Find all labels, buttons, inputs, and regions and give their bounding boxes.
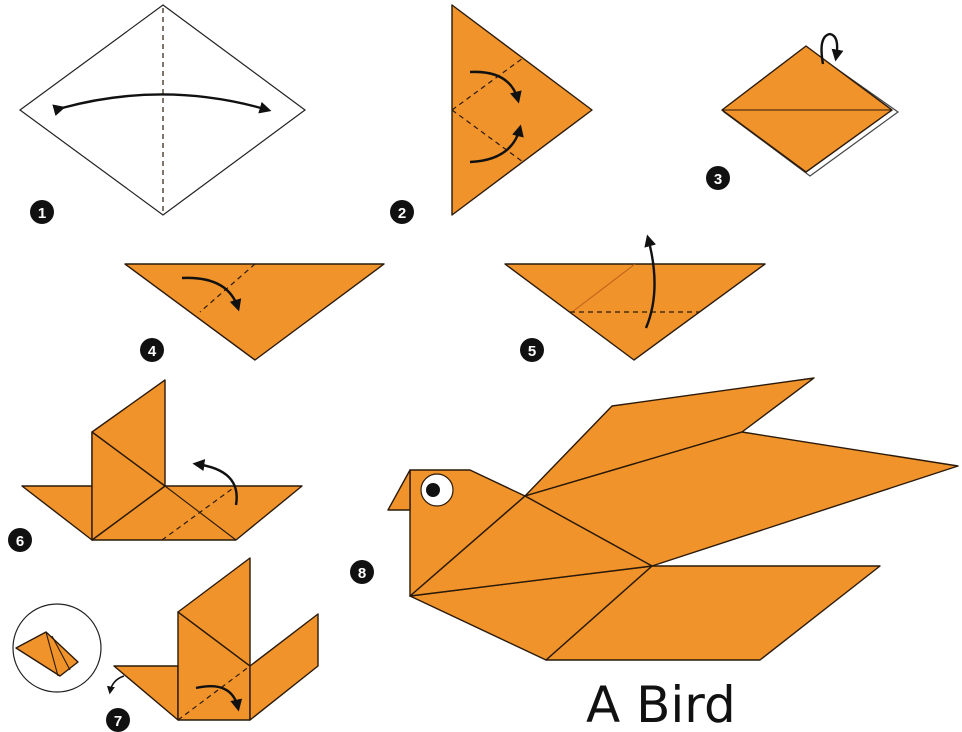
base-trapezoid — [21, 485, 303, 541]
fold-up-arrow-icon — [192, 459, 238, 506]
faint-crease — [571, 263, 636, 313]
step-1-diagram — [18, 4, 307, 216]
fold-arrow-icon — [52, 93, 272, 116]
step-8-number: 8 — [358, 565, 366, 582]
step-7-number: 7 — [114, 713, 122, 730]
step-1-badge: 1 — [30, 200, 54, 224]
folded-diamond — [721, 45, 893, 173]
step-8-finished-bird — [387, 377, 959, 661]
step-7-badge: 7 — [106, 708, 130, 732]
down-triangle — [124, 263, 385, 361]
detail-crease-2 — [51, 635, 71, 671]
step-6-number: 6 — [16, 533, 24, 550]
fold-arrow-icon — [181, 276, 242, 312]
upper-crease — [451, 57, 524, 111]
step-3-badge: 3 — [706, 166, 730, 190]
step-4-badge: 4 — [140, 338, 164, 362]
step-6-diagram — [21, 379, 303, 541]
fold-up-arrow-icon — [469, 124, 524, 164]
tail-raised — [249, 613, 319, 721]
lower-crease — [451, 109, 524, 163]
fold-up-arrow-icon — [644, 234, 656, 329]
eye-pupil — [426, 483, 440, 497]
step-1-number: 1 — [38, 205, 46, 222]
diagonal-crease — [199, 263, 256, 313]
neck-crease — [91, 431, 166, 487]
step-8-badge: 8 — [350, 560, 374, 584]
step-5-number: 5 — [528, 343, 536, 360]
turn-over-arrow-icon — [820, 32, 844, 65]
step-4-diagram — [124, 263, 385, 361]
step-2-number: 2 — [398, 205, 406, 222]
step-2-diagram — [451, 4, 593, 216]
body-crease — [177, 665, 251, 721]
wing-crease — [524, 431, 743, 497]
detail-crease — [45, 631, 59, 677]
beak — [387, 469, 411, 511]
step-4-number: 4 — [148, 343, 157, 360]
neck-crease — [177, 611, 251, 667]
tail-crease — [161, 485, 237, 541]
step-7-detail-inset — [12, 603, 102, 693]
page-title: A Bird — [586, 676, 736, 732]
step-5-diagram — [504, 234, 766, 361]
step-7-diagram — [106, 557, 319, 721]
fold-down-arrow-icon — [469, 70, 522, 104]
step-5-badge: 5 — [520, 338, 544, 362]
step-3-number: 3 — [714, 171, 722, 188]
head-detail — [15, 631, 79, 677]
step-3-diagram — [721, 32, 900, 177]
fold-arrow-icon — [195, 685, 243, 712]
step-6-badge: 6 — [8, 528, 32, 552]
chest-crease — [409, 495, 526, 597]
step-2-badge: 2 — [390, 200, 414, 224]
small-fold-arrow-icon — [106, 675, 125, 695]
triangle-sheet — [451, 4, 593, 216]
body-crease — [164, 485, 237, 541]
